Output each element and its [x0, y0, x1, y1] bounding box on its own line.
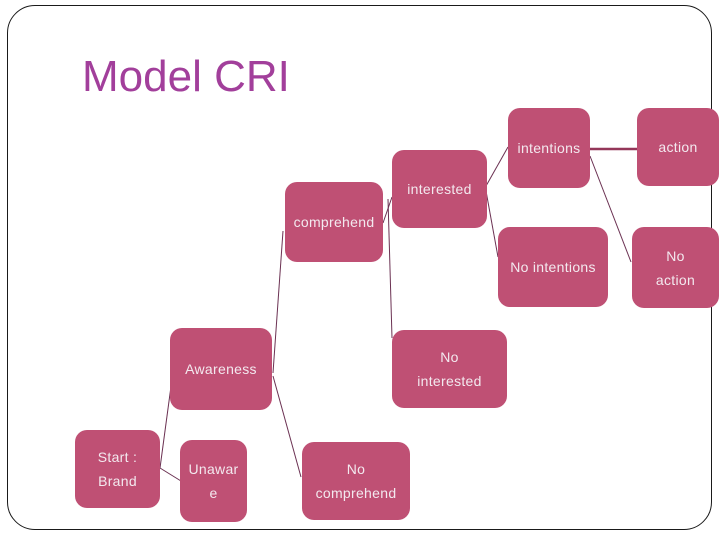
- connector-intentions-no-action: [589, 155, 632, 263]
- connector-interested-no-interested: [387, 198, 393, 339]
- node-start-brand[interactable]: Start : Brand: [75, 430, 160, 508]
- node-comprehend[interactable]: comprehend: [285, 182, 383, 262]
- node-awareness[interactable]: Awareness: [170, 328, 272, 410]
- node-unaware[interactable]: Unawar e: [180, 440, 247, 522]
- connector-interested-no-intentions: [485, 190, 499, 258]
- slide-title: Model CRI: [82, 52, 290, 101]
- connector-awareness-no-comprehend: [272, 375, 302, 478]
- connector-start-unaware: [159, 467, 182, 482]
- node-no-intentions[interactable]: No intentions: [498, 227, 608, 307]
- connector-awareness-comprehend: [272, 230, 284, 374]
- connector-comprehend-interested: [382, 196, 393, 224]
- node-no-comprehend[interactable]: No comprehend: [302, 442, 410, 520]
- node-no-interested[interactable]: No interested: [392, 330, 507, 408]
- node-interested[interactable]: interested: [392, 150, 487, 228]
- node-action[interactable]: action: [637, 108, 719, 186]
- connector-interested-intentions: [485, 146, 509, 187]
- node-no-action[interactable]: No action: [632, 227, 719, 308]
- node-intentions[interactable]: intentions: [508, 108, 590, 188]
